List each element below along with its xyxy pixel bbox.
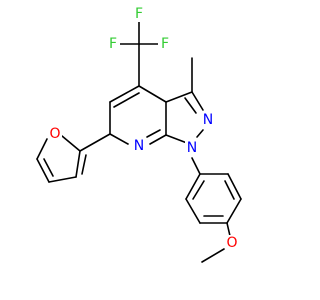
- fluorine-atom-label: F: [135, 6, 143, 22]
- bond-o-methyl: [201, 248, 225, 263]
- pyrazole-n1-label: N: [187, 140, 197, 156]
- fluorine-atom-label: F: [161, 36, 169, 52]
- bond-c4-c5-double: [113, 92, 140, 108]
- bond-furan-c4-c5-double: [43, 158, 54, 177]
- bond-furan-c3-c4: [48, 176, 77, 183]
- bond-aryl-c2-c3-double: [224, 180, 235, 200]
- bond-furan-c5-o: [36, 138, 48, 160]
- methoxy-oxygen-label: O: [226, 235, 237, 251]
- atom-label-background: [132, 6, 146, 22]
- atom-label-background: [201, 112, 215, 128]
- bond-furan-c4-c5: [36, 158, 50, 183]
- bond-aryl-c6-c1-double: [192, 180, 205, 200]
- bond-aryl-c2-c3: [227, 173, 242, 200]
- atom-label-background: [106, 36, 120, 52]
- bond-c3a-c3: [165, 91, 193, 103]
- furan-oxygen-label: O: [49, 126, 60, 142]
- pyrazole-n2-label: N: [203, 112, 213, 128]
- atom-label-background: [158, 36, 172, 52]
- bond-c6-n7: [109, 133, 129, 145]
- bond-lines: [36, 18, 242, 263]
- bond-n1-c7a: [165, 134, 188, 144]
- bond-aryl-o: [226, 222, 231, 237]
- bond-n7-c7a: [149, 134, 167, 145]
- bond-furan-c2-c3: [75, 150, 81, 178]
- bond-aryl-c5-c6: [185, 198, 201, 224]
- bond-n2-n1: [196, 129, 204, 138]
- fluorine-atom-label: F: [109, 36, 117, 52]
- bond-c6-furan: [79, 133, 111, 152]
- bond-n1-aryl: [191, 157, 201, 175]
- bond-c3a-c4: [138, 85, 167, 103]
- pyridine-nitrogen-label: N: [134, 138, 144, 154]
- molecule-structure-diagram: F F F O N N N O: [36, 6, 242, 263]
- bond-furan-o-c2: [61, 135, 81, 152]
- bond-aryl-c3-c4: [226, 198, 242, 224]
- atom-labels: F F F O N N N O: [48, 6, 239, 251]
- bond-n7-c7a-double: [146, 129, 161, 138]
- bond-c3-n2: [191, 91, 204, 111]
- bond-aryl-c6-c1: [185, 173, 201, 200]
- bond-furan-c2-c3-double: [81, 154, 87, 175]
- atom-label-background: [185, 140, 199, 156]
- atom-label-background: [132, 138, 146, 154]
- atom-label-background: [48, 126, 62, 142]
- atom-label-background: [225, 235, 239, 251]
- bond-c4-c5: [109, 85, 140, 103]
- bond-c3-n2-double: [184, 97, 197, 114]
